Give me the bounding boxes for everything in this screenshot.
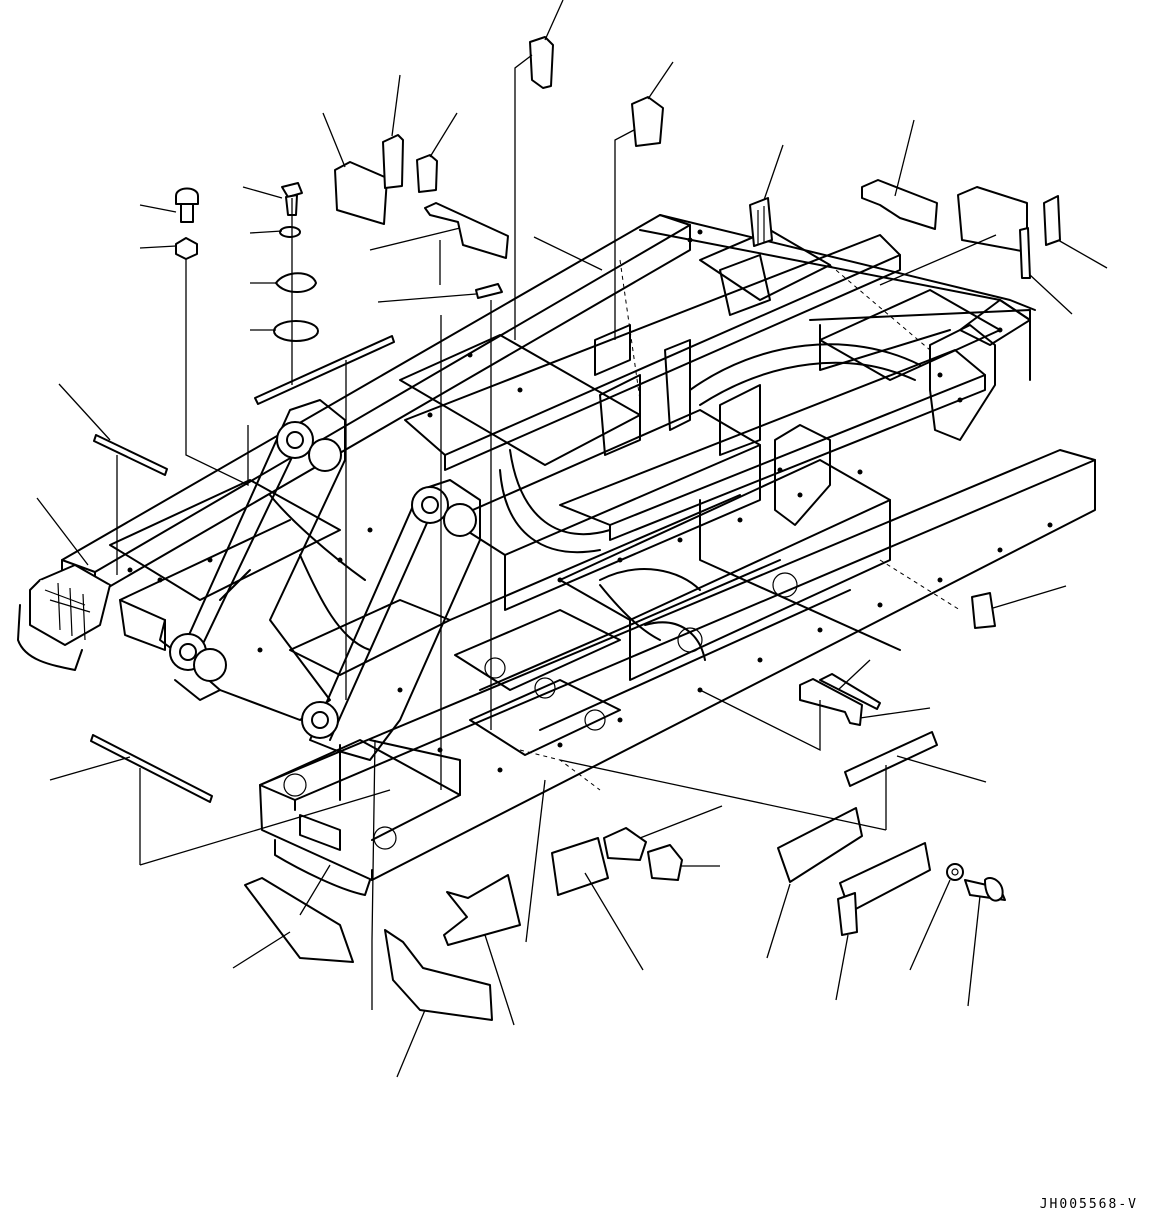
main-frame [17, 214, 1096, 896]
drawing-code: JH005568-V [1039, 1197, 1138, 1212]
leader-lines [36, 0, 1108, 1078]
loose-parts [90, 36, 1061, 1021]
